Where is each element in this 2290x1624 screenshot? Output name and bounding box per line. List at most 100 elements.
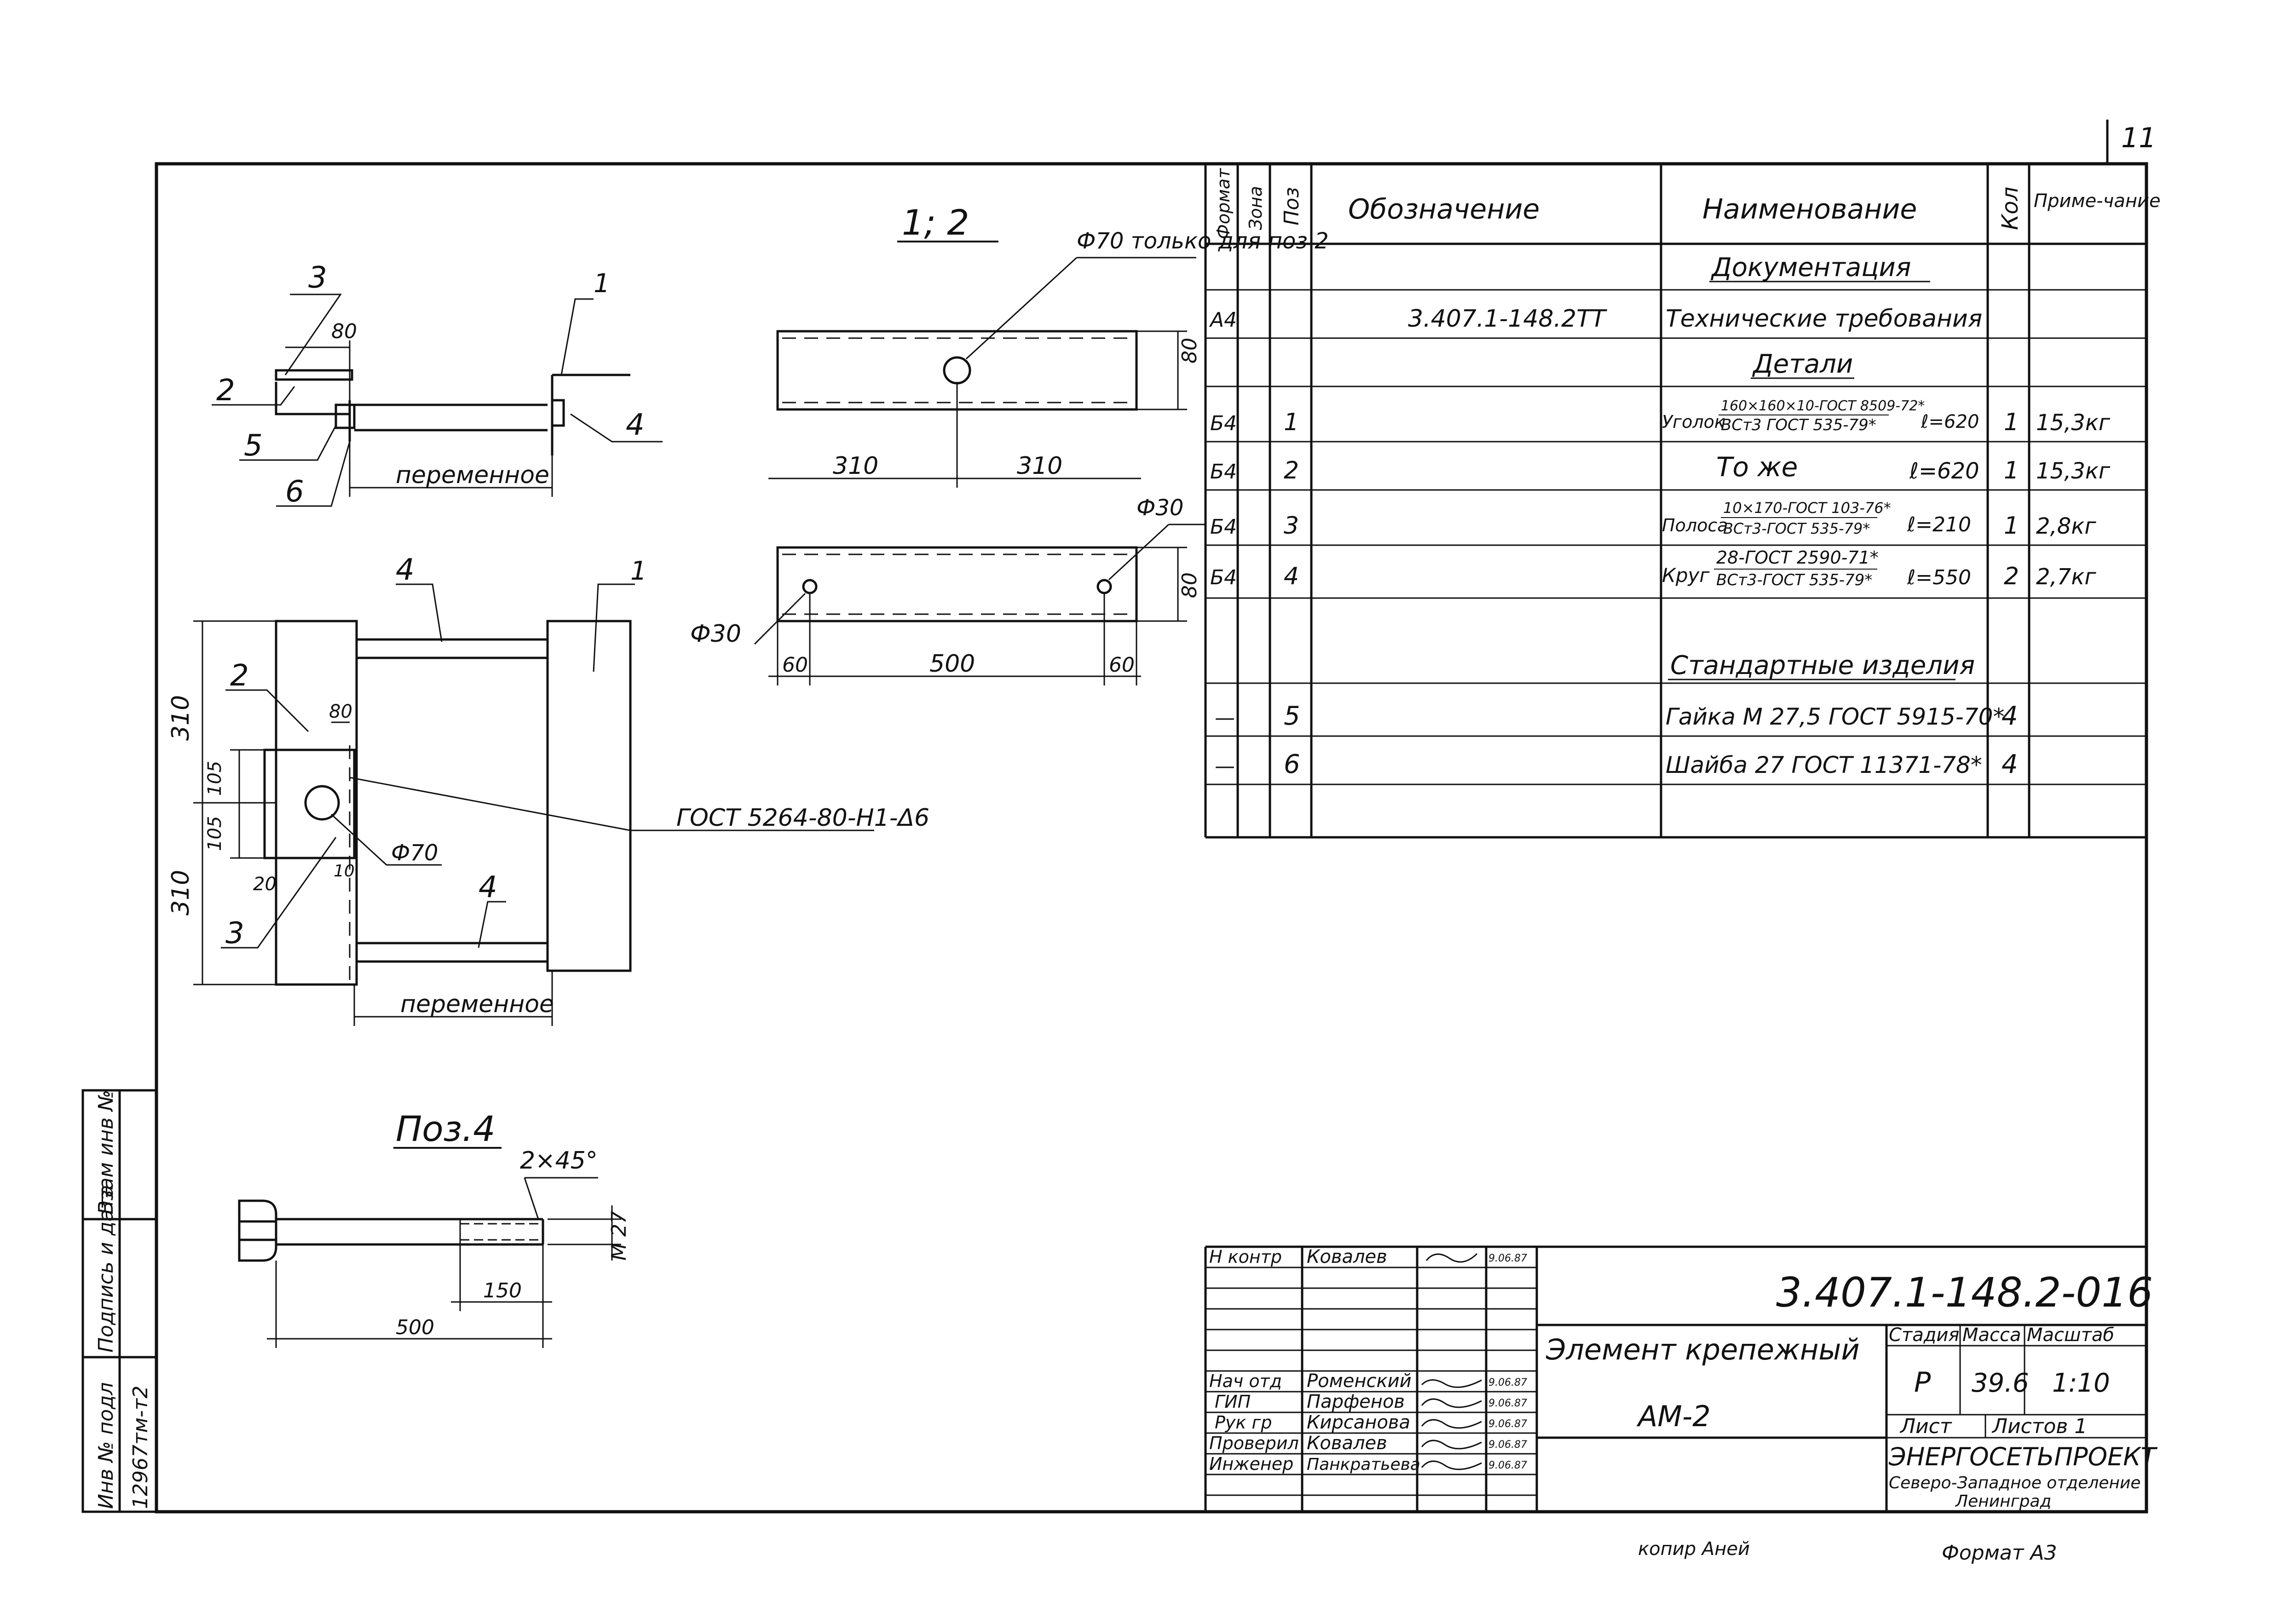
sig-2-date: 9.06.87 bbox=[1488, 1398, 1527, 1409]
signature-date-label: Подпись и дата bbox=[94, 1185, 118, 1353]
row-3-format: Б4 bbox=[1210, 412, 1237, 435]
var-length-plan: переменное bbox=[400, 991, 554, 1018]
header-format: Формат bbox=[1213, 167, 1234, 239]
row-10-name: Шайба 27 ГОСТ 11371-78* bbox=[1666, 752, 1982, 778]
callout-3-plan: 3 bbox=[225, 916, 244, 950]
hole-note: Ф70 только для поз 2 bbox=[1077, 228, 1329, 254]
plate-view-two-holes-labels: Ф30 Ф30 60 500 60 80 bbox=[690, 495, 1201, 678]
sig-1-signature bbox=[1421, 1379, 1482, 1388]
dim-d30-left: Ф30 bbox=[690, 620, 741, 648]
row-9-qty: 4 bbox=[2002, 701, 2018, 731]
title-line2: АМ-2 bbox=[1636, 1399, 1711, 1433]
dim-80-plan: 80 bbox=[329, 701, 352, 722]
title-line1: Элемент крепежный bbox=[1546, 1333, 1860, 1366]
row-5-format: Б4 bbox=[1210, 515, 1237, 539]
row-4-length: ℓ=620 bbox=[1909, 458, 1979, 484]
callout-2-top: 2 bbox=[216, 374, 235, 408]
sig-0-name: Ковалев bbox=[1307, 1246, 1387, 1267]
org-line1: ЭНЕРГОСЕТЬПРОЕКТ bbox=[1888, 1442, 2158, 1471]
vzam-inv-label: Взам инв № bbox=[94, 1090, 118, 1215]
dim-500-plate: 500 bbox=[929, 650, 975, 678]
row-6-length: ℓ=550 bbox=[1907, 566, 1971, 589]
dim-80-top: 80 bbox=[331, 320, 357, 343]
binding-stamp bbox=[81, 1089, 158, 1513]
sig-5-signature bbox=[1421, 1460, 1482, 1470]
callout-4-plan-bottom: 4 bbox=[479, 870, 497, 904]
dim-310-left: 310 bbox=[833, 452, 878, 480]
sig-2-name: Парфенов bbox=[1307, 1391, 1405, 1412]
plan-view-labels: 4 1 2 3 4 310 310 105 105 80 Ф70 20 10 п… bbox=[167, 553, 929, 1018]
section-details: Детали bbox=[1752, 349, 1853, 379]
callout-4-top: 4 bbox=[626, 408, 645, 442]
row-6-pos: 4 bbox=[1284, 563, 1299, 590]
row-5-name-bottom: ВСт3-ГОСТ 535-79* bbox=[1723, 520, 1870, 537]
sig-1-date: 9.06.87 bbox=[1488, 1377, 1527, 1388]
header-note: Приме-чание bbox=[2034, 190, 2161, 212]
dim-105-lower: 105 bbox=[204, 816, 225, 851]
sig-2-signature bbox=[1421, 1398, 1482, 1408]
var-length-top: переменное bbox=[396, 461, 549, 489]
row-6-qty: 2 bbox=[2004, 563, 2019, 590]
row-3-name-top: 160×160×10-ГОСТ 8509-72* bbox=[1721, 398, 1925, 414]
row-5-name: Полоса bbox=[1662, 515, 1728, 536]
section-view-top bbox=[212, 294, 663, 507]
row-3-length: ℓ=620 bbox=[1921, 411, 1979, 432]
section-documentation: Документация bbox=[1710, 253, 1911, 282]
inv-podl-label: Инв № подл bbox=[94, 1382, 118, 1509]
sheet-number: 11 bbox=[2121, 122, 2156, 154]
header-qty: Кол bbox=[1997, 187, 2023, 230]
dim-d70: Ф70 bbox=[391, 840, 438, 866]
title-block-main: 3.407.1-148.2-016 Элемент крепежный АМ-2… bbox=[1546, 1269, 2158, 1511]
row-4-name: То же bbox=[1716, 451, 1798, 483]
dim-20: 20 bbox=[253, 874, 277, 895]
row-3-pos: 1 bbox=[1284, 409, 1299, 436]
binding-stamp-labels: Взам инв № Подпись и дата Инв № подл 129… bbox=[94, 1090, 152, 1509]
header-pos: Поз bbox=[1280, 187, 1304, 225]
row-4-note: 15,3кг bbox=[2036, 458, 2111, 484]
callout-5-top: 5 bbox=[244, 429, 263, 463]
sig-0-signature bbox=[1425, 1253, 1478, 1263]
stage-value: Р bbox=[1914, 1366, 1931, 1399]
pos4-title: Поз.4 bbox=[396, 1108, 496, 1149]
dim-105-upper: 105 bbox=[204, 761, 225, 796]
row-1-format: А4 bbox=[1209, 308, 1237, 332]
scale-label: Масштаб bbox=[2027, 1325, 2114, 1346]
row-1-name: Технические требования bbox=[1666, 305, 1982, 333]
sig-5-date: 9.06.87 bbox=[1488, 1460, 1527, 1471]
sig-0-date: 9.06.87 bbox=[1488, 1253, 1527, 1264]
sig-3-name: Кирсанова bbox=[1307, 1412, 1410, 1433]
sig-3-role: Рук гр bbox=[1215, 1412, 1272, 1433]
callout-3-top: 3 bbox=[308, 261, 327, 295]
plate-view-two-holes bbox=[754, 524, 1206, 685]
callout-2-plan: 2 bbox=[230, 659, 249, 693]
sig-4-signature bbox=[1421, 1440, 1482, 1450]
plate-view-hole bbox=[768, 257, 1196, 488]
title-block-signatures: Н контр Ковалев 9.06.87 Нач отд Роменски… bbox=[1209, 1246, 1527, 1474]
dim-500-bolt: 500 bbox=[396, 1316, 434, 1339]
mass-value: 39.6 bbox=[1972, 1368, 2029, 1398]
row-4-qty: 1 bbox=[2004, 457, 2019, 484]
dim-310-lower: 310 bbox=[167, 870, 195, 916]
dim-10: 10 bbox=[334, 862, 355, 881]
plate-view-hole-labels: Ф70 только для поз 2 310 310 80 bbox=[833, 228, 1329, 480]
row-3-name: Уголок bbox=[1662, 412, 1725, 432]
row-6-note: 2,7кг bbox=[2036, 564, 2096, 590]
sig-4-role: Проверил bbox=[1209, 1433, 1299, 1453]
row-9-pos: 5 bbox=[1284, 701, 1300, 731]
spec-table-grid bbox=[1204, 164, 2146, 839]
row-3-name-bottom: ВСт3 ГОСТ 535-79* bbox=[1721, 416, 1876, 434]
callout-4-plan-top: 4 bbox=[396, 553, 415, 587]
row-4-pos: 2 bbox=[1284, 457, 1299, 484]
row-10-pos: 6 bbox=[1284, 749, 1300, 779]
plan-view bbox=[193, 583, 874, 1026]
section-title: 1; 2 bbox=[902, 202, 969, 243]
row-5-qty: 1 bbox=[2004, 512, 2019, 540]
org-line2: Северо-Западное отделение bbox=[1889, 1474, 2141, 1492]
row-6-name-top: 28-ГОСТ 2590-71* bbox=[1716, 547, 1879, 568]
dim-80-plate1: 80 bbox=[1178, 338, 1201, 363]
sig-4-date: 9.06.87 bbox=[1488, 1439, 1527, 1451]
header-zone: Зона bbox=[1246, 186, 1266, 230]
row-9-format: — bbox=[1215, 706, 1235, 730]
sig-5-role: Инженер bbox=[1209, 1454, 1293, 1474]
